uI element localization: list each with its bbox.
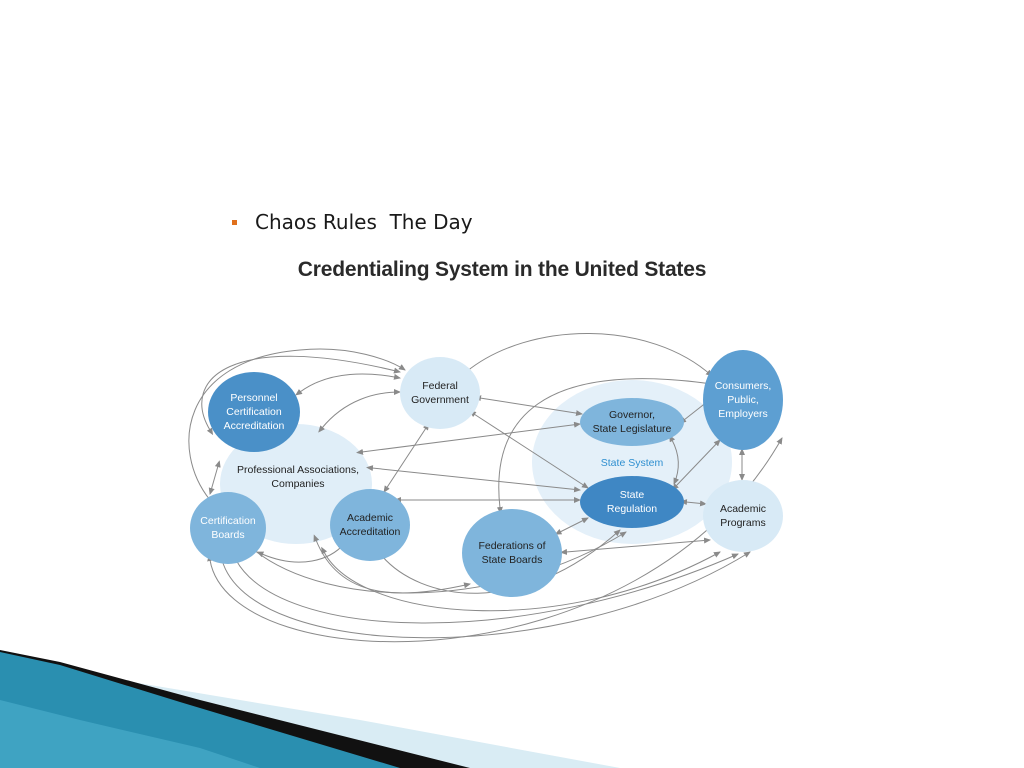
node-state-regulation <box>580 476 684 528</box>
connector <box>383 422 430 493</box>
bullet-marker <box>232 220 237 225</box>
node-federations-of-state-boards <box>462 509 562 597</box>
connector <box>249 531 627 594</box>
connector <box>233 553 739 624</box>
connector <box>188 348 406 505</box>
bullet-item: Chaos Rules The Day <box>232 208 473 236</box>
connector <box>295 373 401 396</box>
connector <box>256 543 345 563</box>
connector <box>461 333 713 377</box>
swoosh-teal-highlight <box>0 700 260 768</box>
diagram-title: Credentialing System in the United State… <box>297 258 707 281</box>
node-consumers-public-employers <box>703 350 783 450</box>
node-governor-state-legislature <box>580 398 684 446</box>
connector-group <box>188 333 783 643</box>
connector <box>207 437 783 643</box>
bullet-text: Chaos Rules The Day <box>255 210 473 234</box>
node-certification-boards <box>190 492 266 564</box>
node-academic-accreditation <box>330 489 410 561</box>
swoosh-black-band <box>0 650 470 768</box>
connector <box>208 460 221 495</box>
node-federal-government <box>400 357 480 429</box>
node-academic-programs <box>703 480 783 552</box>
connector <box>219 551 751 639</box>
node-personnel-certification-accreditation <box>208 372 300 452</box>
connector <box>318 389 401 433</box>
connector <box>321 546 721 612</box>
